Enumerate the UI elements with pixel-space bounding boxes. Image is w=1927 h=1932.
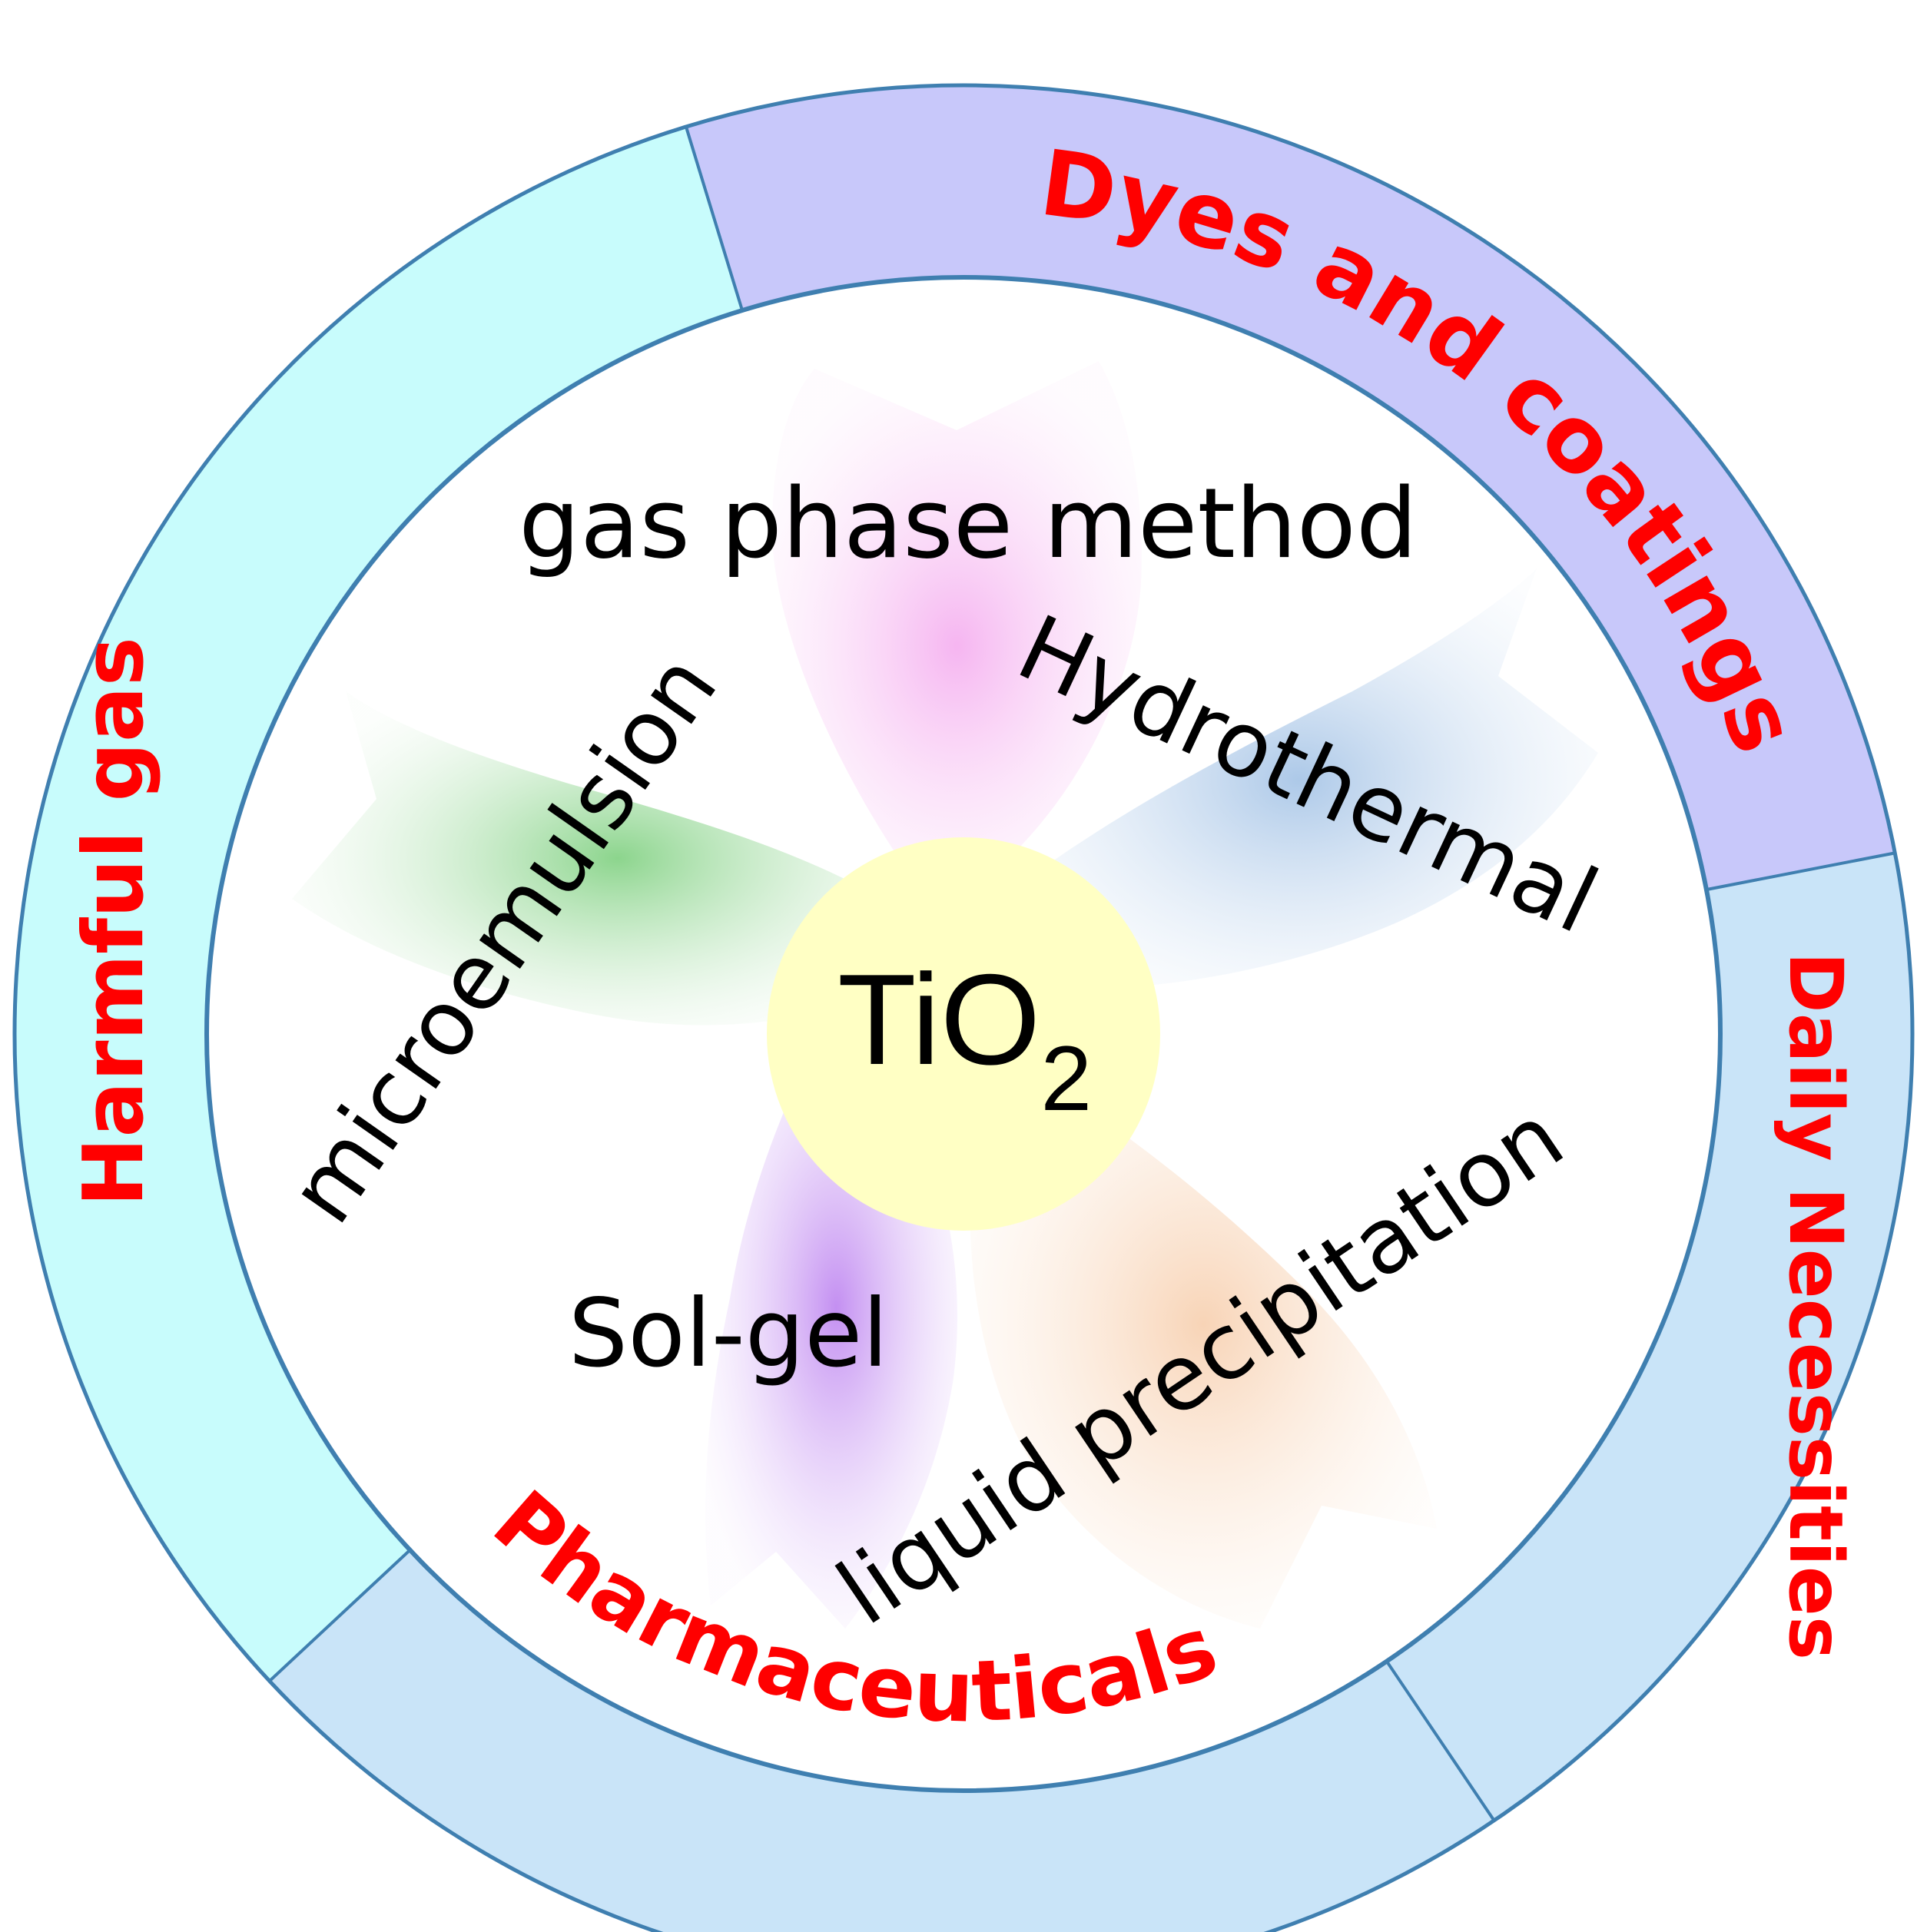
center-node: TiO2 bbox=[767, 837, 1160, 1231]
ring-outer-edge bbox=[12, 83, 1915, 1932]
band-daily-necessities bbox=[1387, 853, 1912, 1820]
band-pharmaceuticals bbox=[270, 1550, 1494, 1932]
petal-gas-phase bbox=[771, 361, 1142, 853]
method-sol-gel: Sol-gel bbox=[569, 1279, 888, 1388]
band-harmful-gas bbox=[15, 128, 742, 1680]
petal-hydrothermal bbox=[1022, 568, 1598, 991]
center-subscript: 2 bbox=[1040, 1027, 1092, 1130]
ring-divider-2 bbox=[1385, 1661, 1495, 1821]
application-harmful-gas: Harmful gas bbox=[66, 637, 162, 1207]
ring-divider-3 bbox=[269, 1549, 411, 1682]
ring-divider-1 bbox=[1706, 851, 1894, 891]
center-label: TiO2 bbox=[837, 947, 1092, 1130]
application-daily-necessities: Daily Necessities bbox=[1773, 952, 1859, 1660]
center-formula: TiO bbox=[837, 947, 1040, 1092]
band-dyes-and-coatings bbox=[686, 86, 1894, 890]
petal-liquid-precipitation bbox=[970, 1075, 1437, 1629]
ring-divider-0 bbox=[685, 128, 744, 310]
method-gas-phase: gas phase method bbox=[519, 467, 1418, 580]
center-circle bbox=[767, 837, 1160, 1231]
ring-dividers bbox=[269, 128, 1894, 1821]
petal-microemulsion bbox=[292, 691, 884, 1026]
